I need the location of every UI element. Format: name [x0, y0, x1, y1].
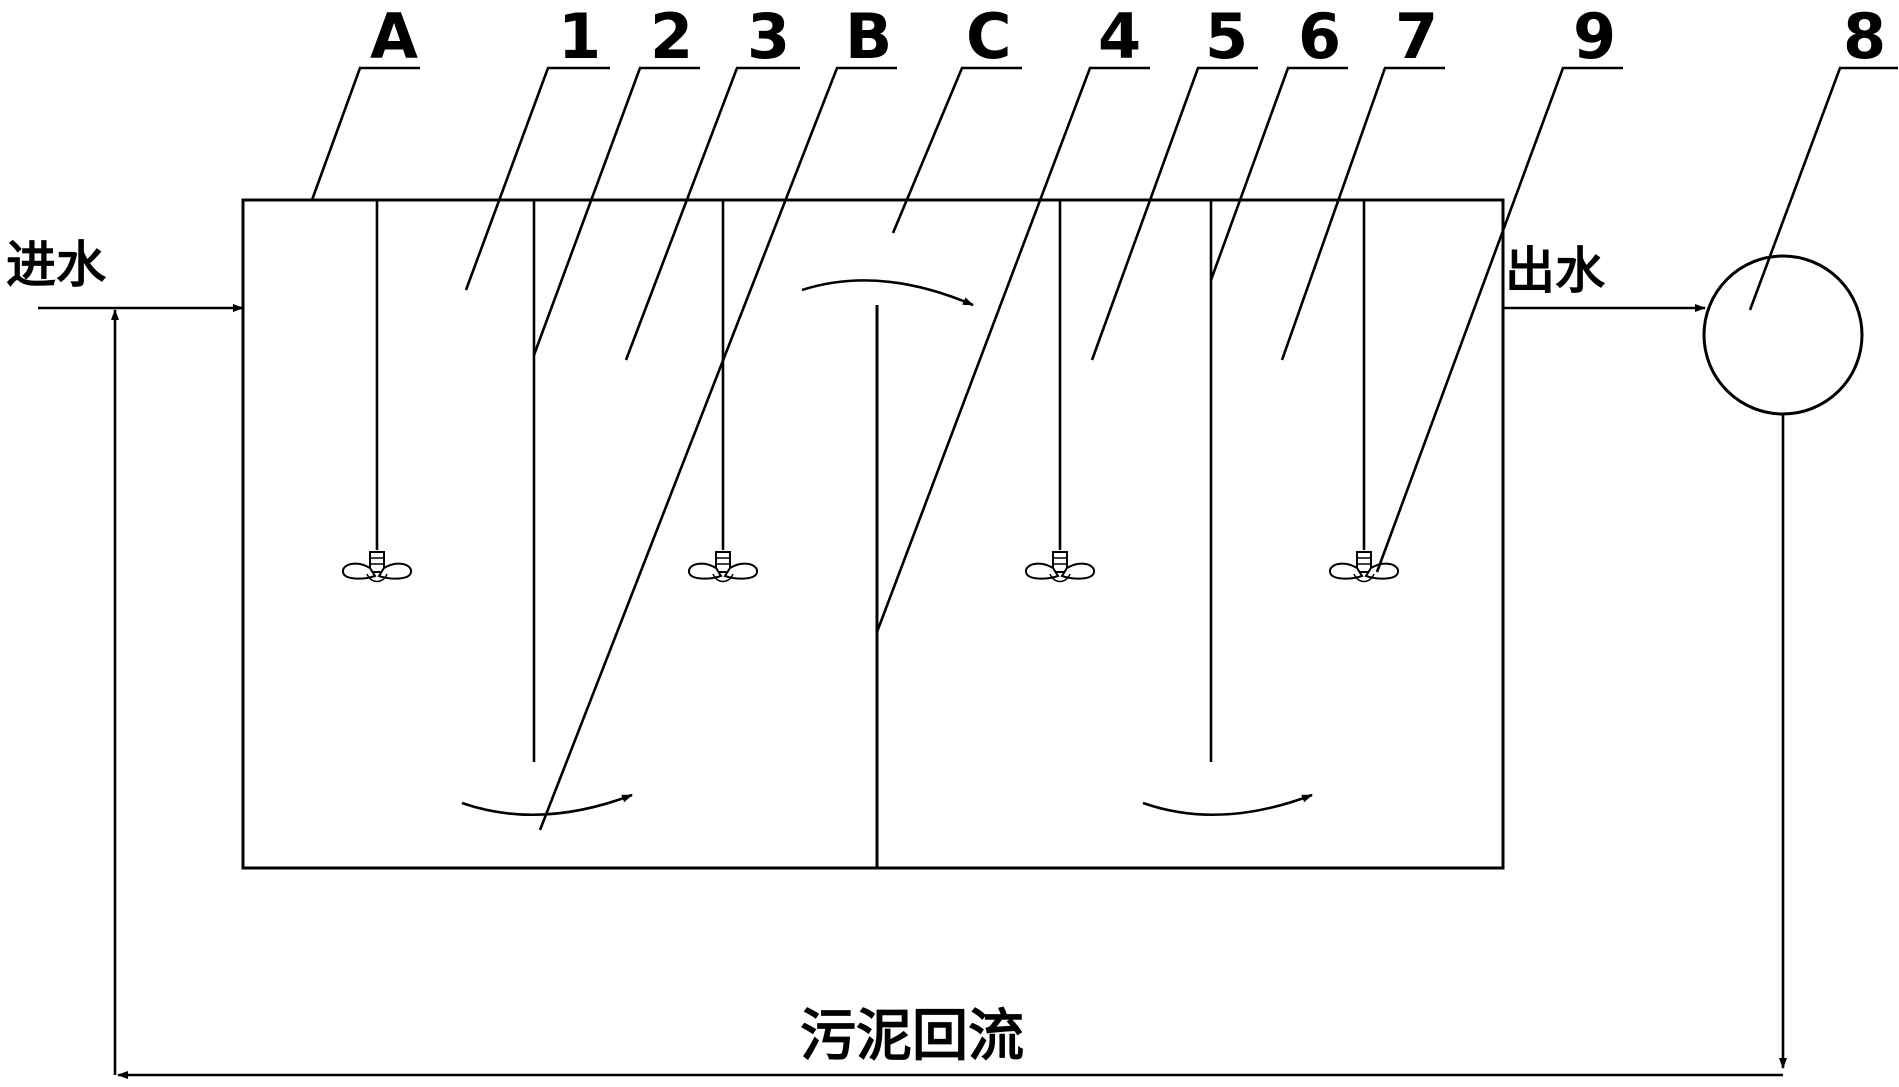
callout-B: B: [845, 0, 892, 73]
callout-2: 2: [650, 0, 693, 73]
mixer-propeller-2: [687, 551, 759, 583]
flow-arrow-bottom-left: [461, 793, 633, 817]
callout-4: 4: [1098, 0, 1141, 73]
inlet-label: 进水: [6, 236, 107, 294]
callout-C: C: [966, 0, 1012, 73]
sludge-return-label: 污泥回流: [800, 1004, 1024, 1069]
callout-8: 8: [1843, 0, 1886, 73]
outlet-label: 出水: [1505, 242, 1606, 300]
flow-arrow-bottom-right: [1142, 793, 1313, 817]
mixer-propeller-1: [341, 551, 413, 583]
callout-9: 9: [1573, 0, 1616, 73]
callout-5: 5: [1205, 0, 1248, 73]
reaction-tank: [241, 198, 1505, 870]
callout-7: 7: [1395, 0, 1438, 73]
flow-arrow-top-center: [801, 279, 974, 307]
callout-A: A: [370, 0, 418, 73]
callout-1: 1: [558, 0, 601, 73]
settling-tank: [1702, 254, 1864, 416]
callout-3: 3: [747, 0, 790, 73]
mixer-propeller-3: [1024, 551, 1096, 583]
callout-6: 6: [1298, 0, 1341, 73]
mixer-propeller-4: [1328, 551, 1400, 583]
leader-lines: [310, 66, 1898, 831]
